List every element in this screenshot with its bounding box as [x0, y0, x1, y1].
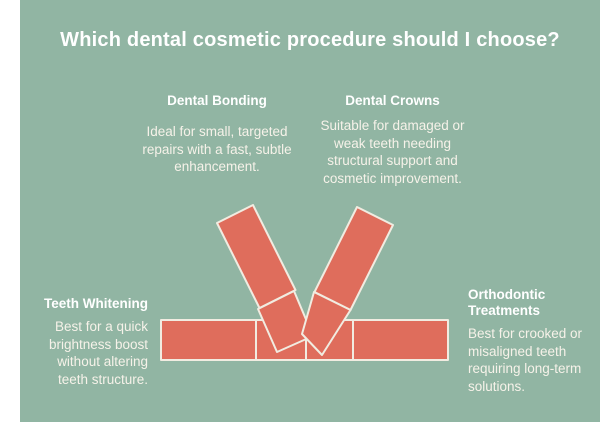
- v-right-arm-upper-shape: [313, 206, 394, 311]
- option-description: Ideal for small, targeted repairs with a…: [142, 124, 292, 174]
- option-heading: Dental Crowns: [345, 93, 440, 108]
- option-heading: Dental Bonding: [167, 93, 267, 108]
- option-description: Best for crooked or misaligned teeth req…: [468, 326, 583, 394]
- option-dental-crowns: Dental Crowns Suitable for damaged or we…: [315, 93, 470, 187]
- option-description: Suitable for damaged or weak teeth needi…: [320, 118, 465, 186]
- option-dental-bonding: Dental Bonding Ideal for small, targeted…: [138, 93, 296, 176]
- option-heading: Orthodontic Treatments: [468, 287, 546, 318]
- option-description: Best for a quick brightness boost withou…: [48, 319, 148, 387]
- v-right-arm-tip-shape: [301, 291, 352, 356]
- v-left-arm-upper-shape: [216, 204, 297, 309]
- option-orthodontic-treatments: Orthodontic Treatments Best for crooked …: [468, 287, 596, 395]
- poster-title: Which dental cosmetic procedure should I…: [60, 29, 560, 51]
- option-heading: Teeth Whitening: [44, 296, 148, 311]
- option-teeth-whitening: Teeth Whitening Best for a quick brightn…: [24, 296, 148, 388]
